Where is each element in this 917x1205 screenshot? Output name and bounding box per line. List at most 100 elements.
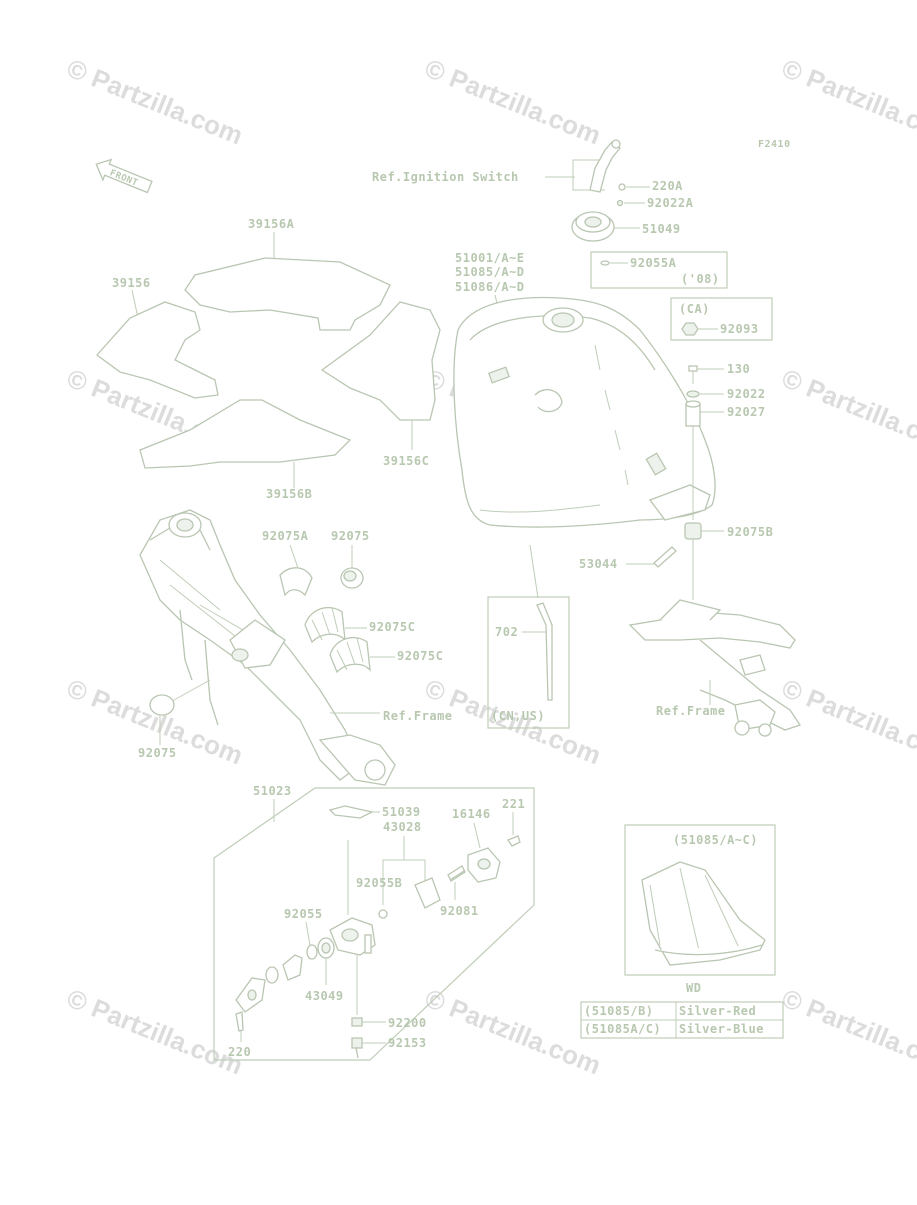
color-table: (51085/B) Silver-Red (51085A/C) Silver-B… [580, 1001, 784, 1039]
label-92153: 92153 [388, 1036, 427, 1050]
label-cn-us: (CN,US) [491, 709, 545, 723]
oring-92055-icon [306, 944, 318, 960]
damper-92075C-1-icon [304, 607, 346, 644]
label-ref-ignition: Ref.Ignition Switch [372, 170, 519, 184]
pad-39156A-icon [184, 257, 391, 331]
fuel-cap-icon [571, 211, 615, 242]
label-39156A: 39156A [248, 217, 295, 231]
washer-92022A-icon [616, 199, 624, 207]
oring-92055A-icon [600, 260, 610, 266]
label-ca: (CA) [679, 302, 710, 316]
table-row-1-code: (51085/B) [584, 1004, 654, 1018]
label-92075C-2: 92075C [397, 649, 443, 663]
collar-92027-icon [685, 400, 701, 427]
watermark-6: © Partzilla.com [778, 363, 917, 461]
label-tank-3: 51086/A~D [455, 280, 525, 294]
table-row-1-color: Silver-Red [679, 1004, 756, 1018]
box-92055A [590, 251, 728, 289]
fuel-tank-icon [453, 296, 716, 528]
ignition-key-icon [589, 139, 621, 193]
label-92027: 92027 [727, 405, 766, 419]
hose-702-icon [536, 602, 553, 701]
inset-box [624, 824, 776, 976]
label-92075-top: 92075 [331, 529, 370, 543]
lever-icon [282, 954, 303, 981]
label-92022A: 92022A [647, 196, 694, 210]
label-92055: 92055 [284, 907, 323, 921]
label-51023: 51023 [253, 784, 292, 798]
label-92075C-1: 92075C [369, 620, 415, 634]
label-16146: 16146 [452, 807, 491, 821]
table-row-2-code: (51085A/C) [584, 1022, 661, 1036]
label-702: 702 [495, 625, 518, 639]
screw-221-icon [507, 835, 521, 847]
tank-cover-icon [641, 861, 766, 966]
watermark-2: © Partzilla.com [421, 53, 605, 151]
oring-small-icon [265, 966, 279, 984]
bolt-220A-icon [618, 183, 626, 191]
label-53044: 53044 [579, 557, 618, 571]
washer-92022-icon [686, 390, 700, 398]
watermark-10: © Partzilla.com [63, 983, 247, 1081]
label-39156B: 39156B [266, 487, 312, 501]
watermark-12: © Partzilla.com [778, 983, 917, 1081]
damper-92075C-2-icon [329, 637, 371, 674]
label-tank-1: 51001/A~E [455, 251, 525, 265]
front-arrow-icon: FRONT [95, 158, 153, 194]
damper-92075B-icon [684, 522, 702, 540]
figure-code: F2410 [758, 139, 791, 150]
box-51023 [213, 787, 535, 1061]
label-51049: 51049 [642, 222, 681, 236]
label-ref-frame-left: Ref.Frame [383, 709, 453, 723]
label-year-08: ('08) [681, 272, 720, 286]
label-220A: 220A [652, 179, 683, 193]
label-51039: 51039 [382, 805, 421, 819]
nut-92093-icon [681, 322, 699, 336]
watermark-11: © Partzilla.com [421, 983, 605, 1081]
damper-92075A-icon [279, 567, 313, 597]
watermark-3: © Partzilla.com [778, 53, 917, 151]
label-92075A: 92075A [262, 529, 309, 543]
cover-43028-icon [414, 877, 441, 909]
table-row-2-color: Silver-Blue [679, 1022, 764, 1036]
label-220: 220 [228, 1045, 251, 1059]
tube-53044-icon [653, 546, 677, 568]
gasket-51039-icon [328, 805, 374, 819]
label-tank-2: 51085/A~D [455, 265, 525, 279]
oring-92055B-icon [378, 909, 388, 919]
label-ref-frame-right: Ref.Frame [656, 704, 726, 718]
box-702 [487, 596, 570, 729]
screw-220-icon [235, 1011, 244, 1032]
spring-92081-icon [447, 865, 466, 882]
box-ca [670, 297, 773, 341]
washer-92200-icon [351, 1017, 363, 1027]
label-92200: 92200 [388, 1016, 427, 1030]
pad-39156-icon [96, 301, 219, 399]
label-92075B: 92075B [727, 525, 773, 539]
label-43028: 43028 [383, 820, 422, 834]
frame-right-icon [628, 599, 802, 737]
label-92055A: 92055A [630, 256, 677, 270]
frame-left-icon [139, 509, 396, 786]
bolt-130-icon [688, 365, 698, 384]
watermark-9: © Partzilla.com [778, 673, 917, 771]
inset-title: (51085/A~C) [673, 833, 758, 847]
label-221: 221 [502, 797, 525, 811]
pad-39156B-icon [139, 399, 352, 469]
label-92081: 92081 [440, 904, 479, 918]
fuel-cock-icon [329, 840, 376, 1015]
label-92093: 92093 [720, 322, 759, 336]
label-92075-bottom: 92075 [138, 746, 177, 760]
label-wd: WD [686, 981, 701, 995]
label-92055B: 92055B [356, 876, 402, 890]
damper-92075-top-icon [340, 567, 364, 589]
pad-39156C-icon [320, 301, 441, 421]
label-92022: 92022 [727, 387, 766, 401]
label-39156C: 39156C [383, 454, 429, 468]
label-43049: 43049 [305, 989, 344, 1003]
watermark-1: © Partzilla.com [63, 53, 247, 151]
label-39156: 39156 [112, 276, 151, 290]
label-130: 130 [727, 362, 750, 376]
